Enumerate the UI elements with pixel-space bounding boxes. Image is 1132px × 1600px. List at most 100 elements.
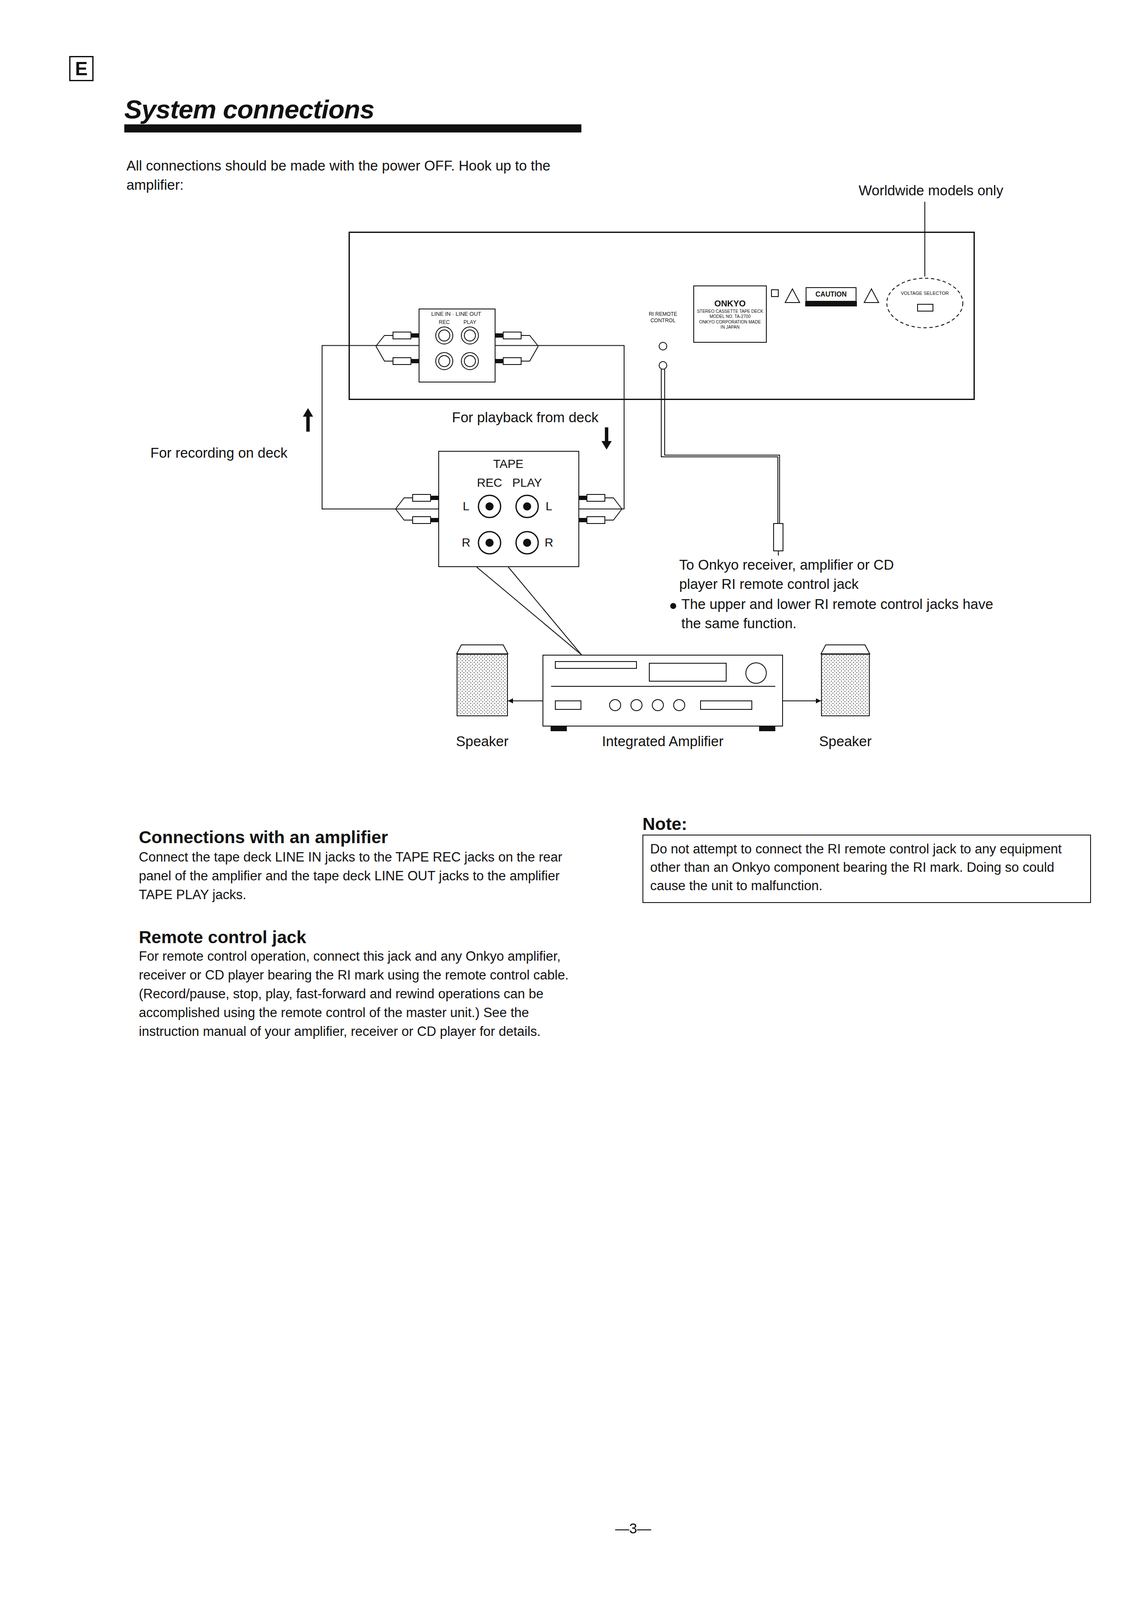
rca-plug [579,495,587,500]
selector-outline [886,278,963,328]
rca-plug [375,335,393,361]
remote-cable [773,523,784,551]
deck-line-jacks [435,326,453,344]
remote-cable [661,369,778,524]
selector-outline [885,277,964,329]
rca-plug [579,518,587,522]
jack-label: PLAY [510,475,545,490]
amplifier-drawing [652,699,664,711]
jack-label: LINE IN · LINE OUT [418,310,494,318]
remote-cable [777,550,779,556]
rca-plug [503,357,522,365]
rca-plug [495,333,504,338]
amp-tape-jacks [478,495,501,518]
channel-label: L [542,498,556,514]
section-letter: E [75,56,88,81]
rca-plug [410,359,419,363]
rating-text: ONKYO CORPORATION MADE IN JAPAN [696,319,764,331]
signal-arrow [783,700,822,701]
caution-box: CAUTION [805,287,857,302]
jack-label: REC [431,319,458,326]
integrated-amplifier: Integrated Amplifier [542,654,784,727]
signal-arrow [507,700,543,701]
speaker-drawing [822,654,869,715]
channel-label: R [459,534,473,550]
remote-cable [661,369,784,556]
intro-text: All connections should be made with the … [126,156,586,195]
deck-line-jacks [435,326,479,370]
speaker: Speaker [456,653,508,716]
amplifier-drawing [555,661,637,669]
rca-plug [410,333,419,338]
speaker-drawing [457,654,507,715]
leader-line [924,201,926,277]
rating-label: ONKYOSTEREO CASSETTE TAPE DECK MODEL NO.… [693,285,767,343]
rca-plug [495,359,504,363]
jack-label: PLAY [457,319,483,326]
amplifier-drawing [673,699,685,711]
channel-label: L [459,498,473,514]
rca-plug [586,494,605,502]
amp-tape-jacks [523,539,531,546]
amplifier-drawing [551,685,776,687]
voltage-selector: VOLTAGE SELECTOR [885,277,964,329]
rating-text: STEREO CASSETTE TAPE DECK MODEL NO. TA-2… [696,308,764,320]
body-text: For remote control operation, connect th… [138,946,573,1041]
speaker-drawing [456,644,508,654]
speaker: Speaker [821,653,870,716]
note-heading: Note: [642,812,771,835]
jack-label: REC [472,475,507,490]
voltage-switch [917,304,933,311]
rca-plug [430,495,439,500]
model-note: Worldwide models only [858,181,1004,201]
rca-plug [392,357,411,365]
warning-symbol [771,289,779,297]
remote-cable [664,369,780,524]
switch-label: VOLTAGE SELECTOR [890,290,960,297]
amplifier-drawing [555,700,581,710]
section-heading: Remote control jack [138,925,307,949]
amplifier-drawing [551,661,776,731]
warning-symbol [785,288,800,303]
deck-line-jacks [461,326,479,344]
deck-line-jacks [438,329,450,341]
cable-note: The upper and lower RI remote control ja… [681,594,1011,633]
caution-text: CAUTION [815,290,847,299]
bullet [670,602,677,609]
amplifier-drawing [745,662,767,684]
warning-symbol [771,288,879,306]
callout-line [508,566,582,655]
amplifier-drawing [759,726,775,731]
amp-tape-jacks [516,495,539,518]
remote-jack [659,342,667,370]
amplifier-drawing [700,700,752,710]
remote-jack [659,361,667,370]
amp-tape-jacks [478,531,501,554]
section-heading: Connections with an amplifier [138,825,388,849]
cable [476,566,582,655]
amp-tape-jacks [486,502,493,510]
amplifier-drawing [649,662,727,681]
deck-line-jacks [461,352,479,370]
title-rule [124,124,582,133]
deck-line-jacks [438,355,450,367]
signal-label: For recording on deck [150,443,288,463]
line-jack-panel: LINE IN · LINE OUTRECPLAY [418,308,496,383]
signal-arrow [601,427,612,450]
rca-plug [392,331,411,339]
rca-plug [412,516,431,524]
amp-tape-jacks [486,539,493,546]
warning-symbol [864,288,879,303]
rca-plug [375,331,622,524]
rca-plug [586,516,605,524]
rca-plug [521,335,539,361]
cable [322,345,439,510]
remote-jack [659,342,667,350]
body-text: Connect the tape deck LINE IN jacks to t… [138,847,573,904]
signal-arrow [302,407,612,450]
note-text: Do not attempt to connect the RI remote … [650,839,1085,895]
amp-tape-jacks [523,502,531,510]
rca-plug [503,331,522,339]
amp-tape-panel: TAPERECPLAYLRLR [438,450,580,567]
